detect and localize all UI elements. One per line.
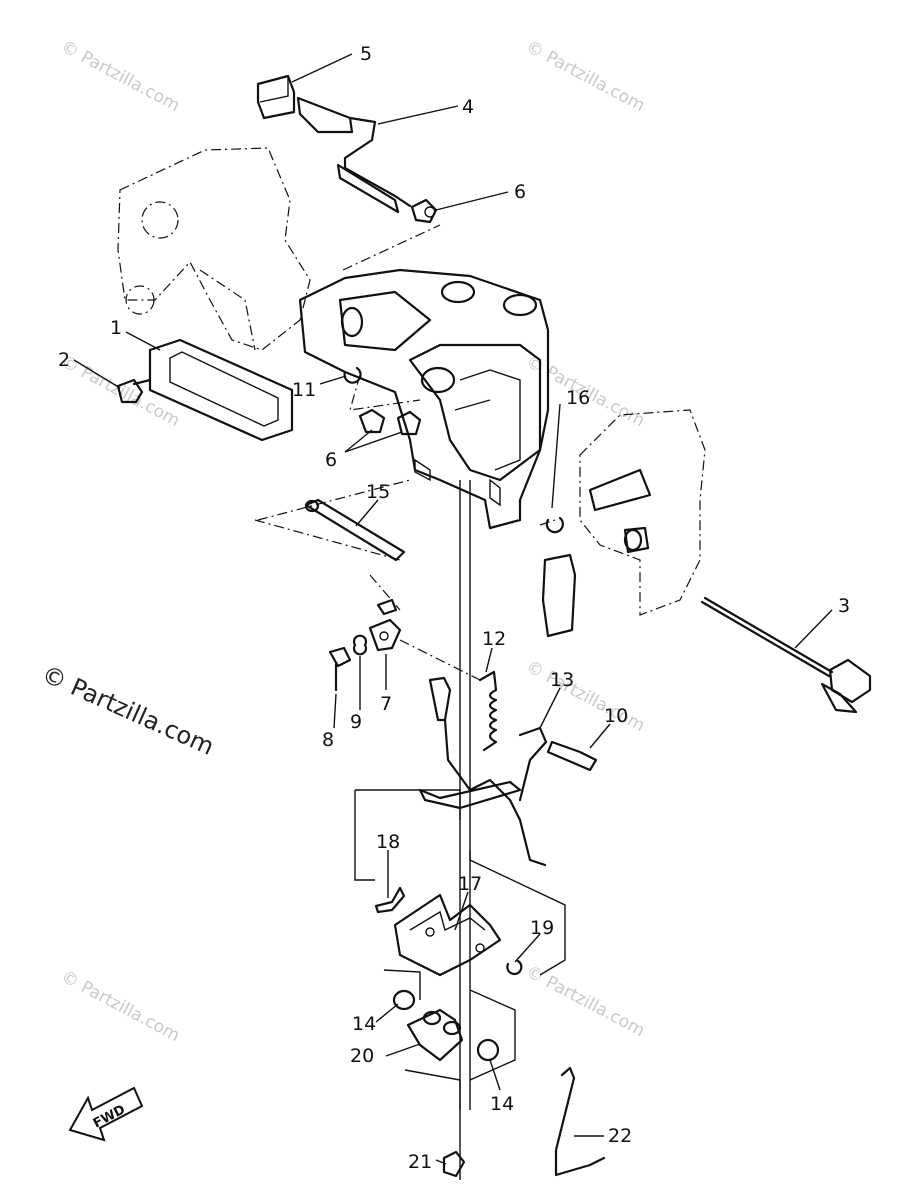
callout-14: 14 (352, 1013, 376, 1035)
part-2-bolt (116, 378, 152, 404)
part-6-bushings (358, 408, 422, 436)
callouts: 5 4 6 1 2 11 16 6 15 3 12 13 10 7 9 8 18… (58, 43, 850, 1173)
callout-12: 12 (482, 628, 506, 650)
part-10-bolt (546, 740, 598, 772)
clamp-bracket-right (579, 409, 706, 616)
clamp-bracket-left (117, 147, 311, 351)
callout-16: 16 (566, 387, 590, 409)
leader-dashes (254, 224, 556, 681)
swivel-bracket (298, 268, 550, 530)
callout-21: 21 (408, 1151, 432, 1173)
part-19-clip (506, 959, 523, 976)
callout-14: 14 (490, 1093, 514, 1115)
callout-20: 20 (350, 1045, 374, 1067)
callout-9: 9 (350, 711, 362, 733)
callout-13: 13 (550, 669, 574, 691)
callout-6: 6 (325, 449, 337, 471)
part-17-bracket (393, 893, 502, 977)
center-rod (459, 480, 471, 1110)
part-13-lever (418, 676, 548, 867)
part-14-roller (392, 989, 416, 1011)
watermark: © Partzilla.com (58, 37, 183, 116)
part-16-clip (545, 516, 564, 534)
watermark-large: © Partzilla.com (38, 660, 219, 761)
part-12-spring (478, 670, 498, 752)
callout-2: 2 (58, 349, 70, 371)
part-4-lever (296, 96, 412, 214)
linkage-boxes (354, 789, 566, 976)
callout-18: 18 (376, 831, 400, 853)
lower-boxes (383, 969, 516, 1180)
fwd-arrow-icon: FWD (68, 1086, 144, 1142)
part-7-plate (368, 598, 402, 652)
callout-5: 5 (360, 43, 372, 65)
part-9-washer (352, 634, 368, 656)
callout-19: 19 (530, 917, 554, 939)
part-20-cam (406, 1008, 464, 1062)
callout-7: 7 (380, 693, 392, 715)
callout-4: 4 (462, 96, 474, 118)
callout-10: 10 (604, 705, 628, 727)
callout-8: 8 (322, 729, 334, 751)
part-22-wire (554, 1066, 606, 1177)
part-18-pin (374, 886, 406, 914)
watermarks: © Partzilla.com © Partzilla.com © Partzi… (38, 37, 648, 1046)
callout-17: 17 (458, 873, 482, 895)
part-tab (541, 553, 577, 638)
part-3-rod (700, 596, 872, 714)
watermark: © Partzilla.com (523, 37, 648, 116)
part-5-grip (256, 74, 296, 120)
part-1-plate (148, 338, 294, 442)
part-6-bushing (410, 198, 438, 224)
part-14-roller (476, 1038, 500, 1062)
callout-3: 3 (838, 595, 850, 617)
callout-15: 15 (366, 481, 390, 503)
callout-6: 6 (514, 181, 526, 203)
part-15-pin (304, 498, 406, 562)
callout-11: 11 (292, 379, 316, 401)
part-8-bolt (328, 646, 352, 692)
part-21-bushing (442, 1150, 466, 1178)
watermark: © Partzilla.com (58, 967, 183, 1046)
callout-1: 1 (110, 317, 122, 339)
callout-22: 22 (608, 1125, 632, 1147)
leader-lines (73, 53, 833, 1165)
